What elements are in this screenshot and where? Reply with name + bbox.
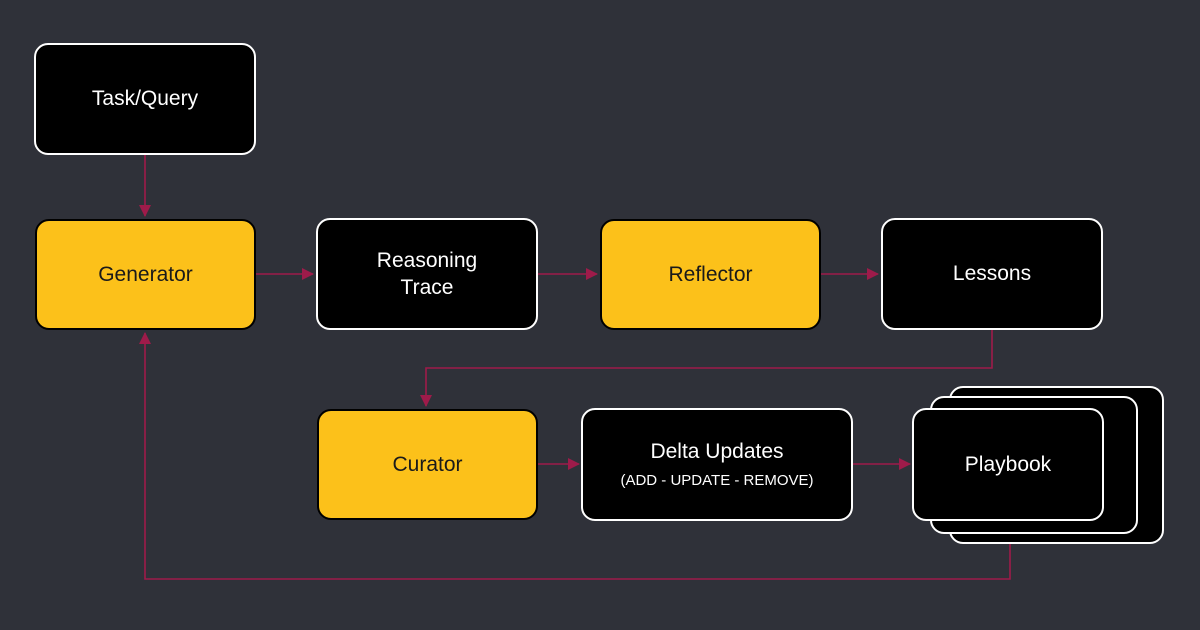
curator-label: Curator: [392, 452, 463, 476]
playbook-node: Playbook: [912, 408, 1104, 521]
curator-node: Curator: [317, 409, 538, 520]
reflector-label: Reflector: [668, 262, 753, 286]
lessons-label: Lessons: [952, 262, 1032, 286]
delta-updates-sublabel: (ADD - UPDATE - REMOVE): [620, 472, 814, 490]
edge-lessons-to-curator: [420, 330, 993, 407]
task-query-label: Task/Query: [91, 87, 199, 111]
task-query-node: Task/Query: [34, 43, 256, 155]
reasoning-trace-label-line2: Trace: [400, 276, 454, 299]
edge-playbook-to-generator: [139, 332, 1011, 580]
generator-node: Generator: [35, 219, 256, 330]
reasoning-trace-label-line1: Reasoning: [376, 248, 478, 272]
lessons-node: Lessons: [881, 218, 1103, 330]
delta-updates-label: Delta Updates: [650, 440, 784, 464]
reasoning-trace-node: Reasoning Trace: [316, 218, 538, 330]
playbook-label: Playbook: [964, 452, 1052, 476]
delta-updates-node: Delta Updates (ADD - UPDATE - REMOVE): [581, 408, 853, 521]
reflector-node: Reflector: [600, 219, 821, 330]
generator-label: Generator: [98, 262, 193, 286]
